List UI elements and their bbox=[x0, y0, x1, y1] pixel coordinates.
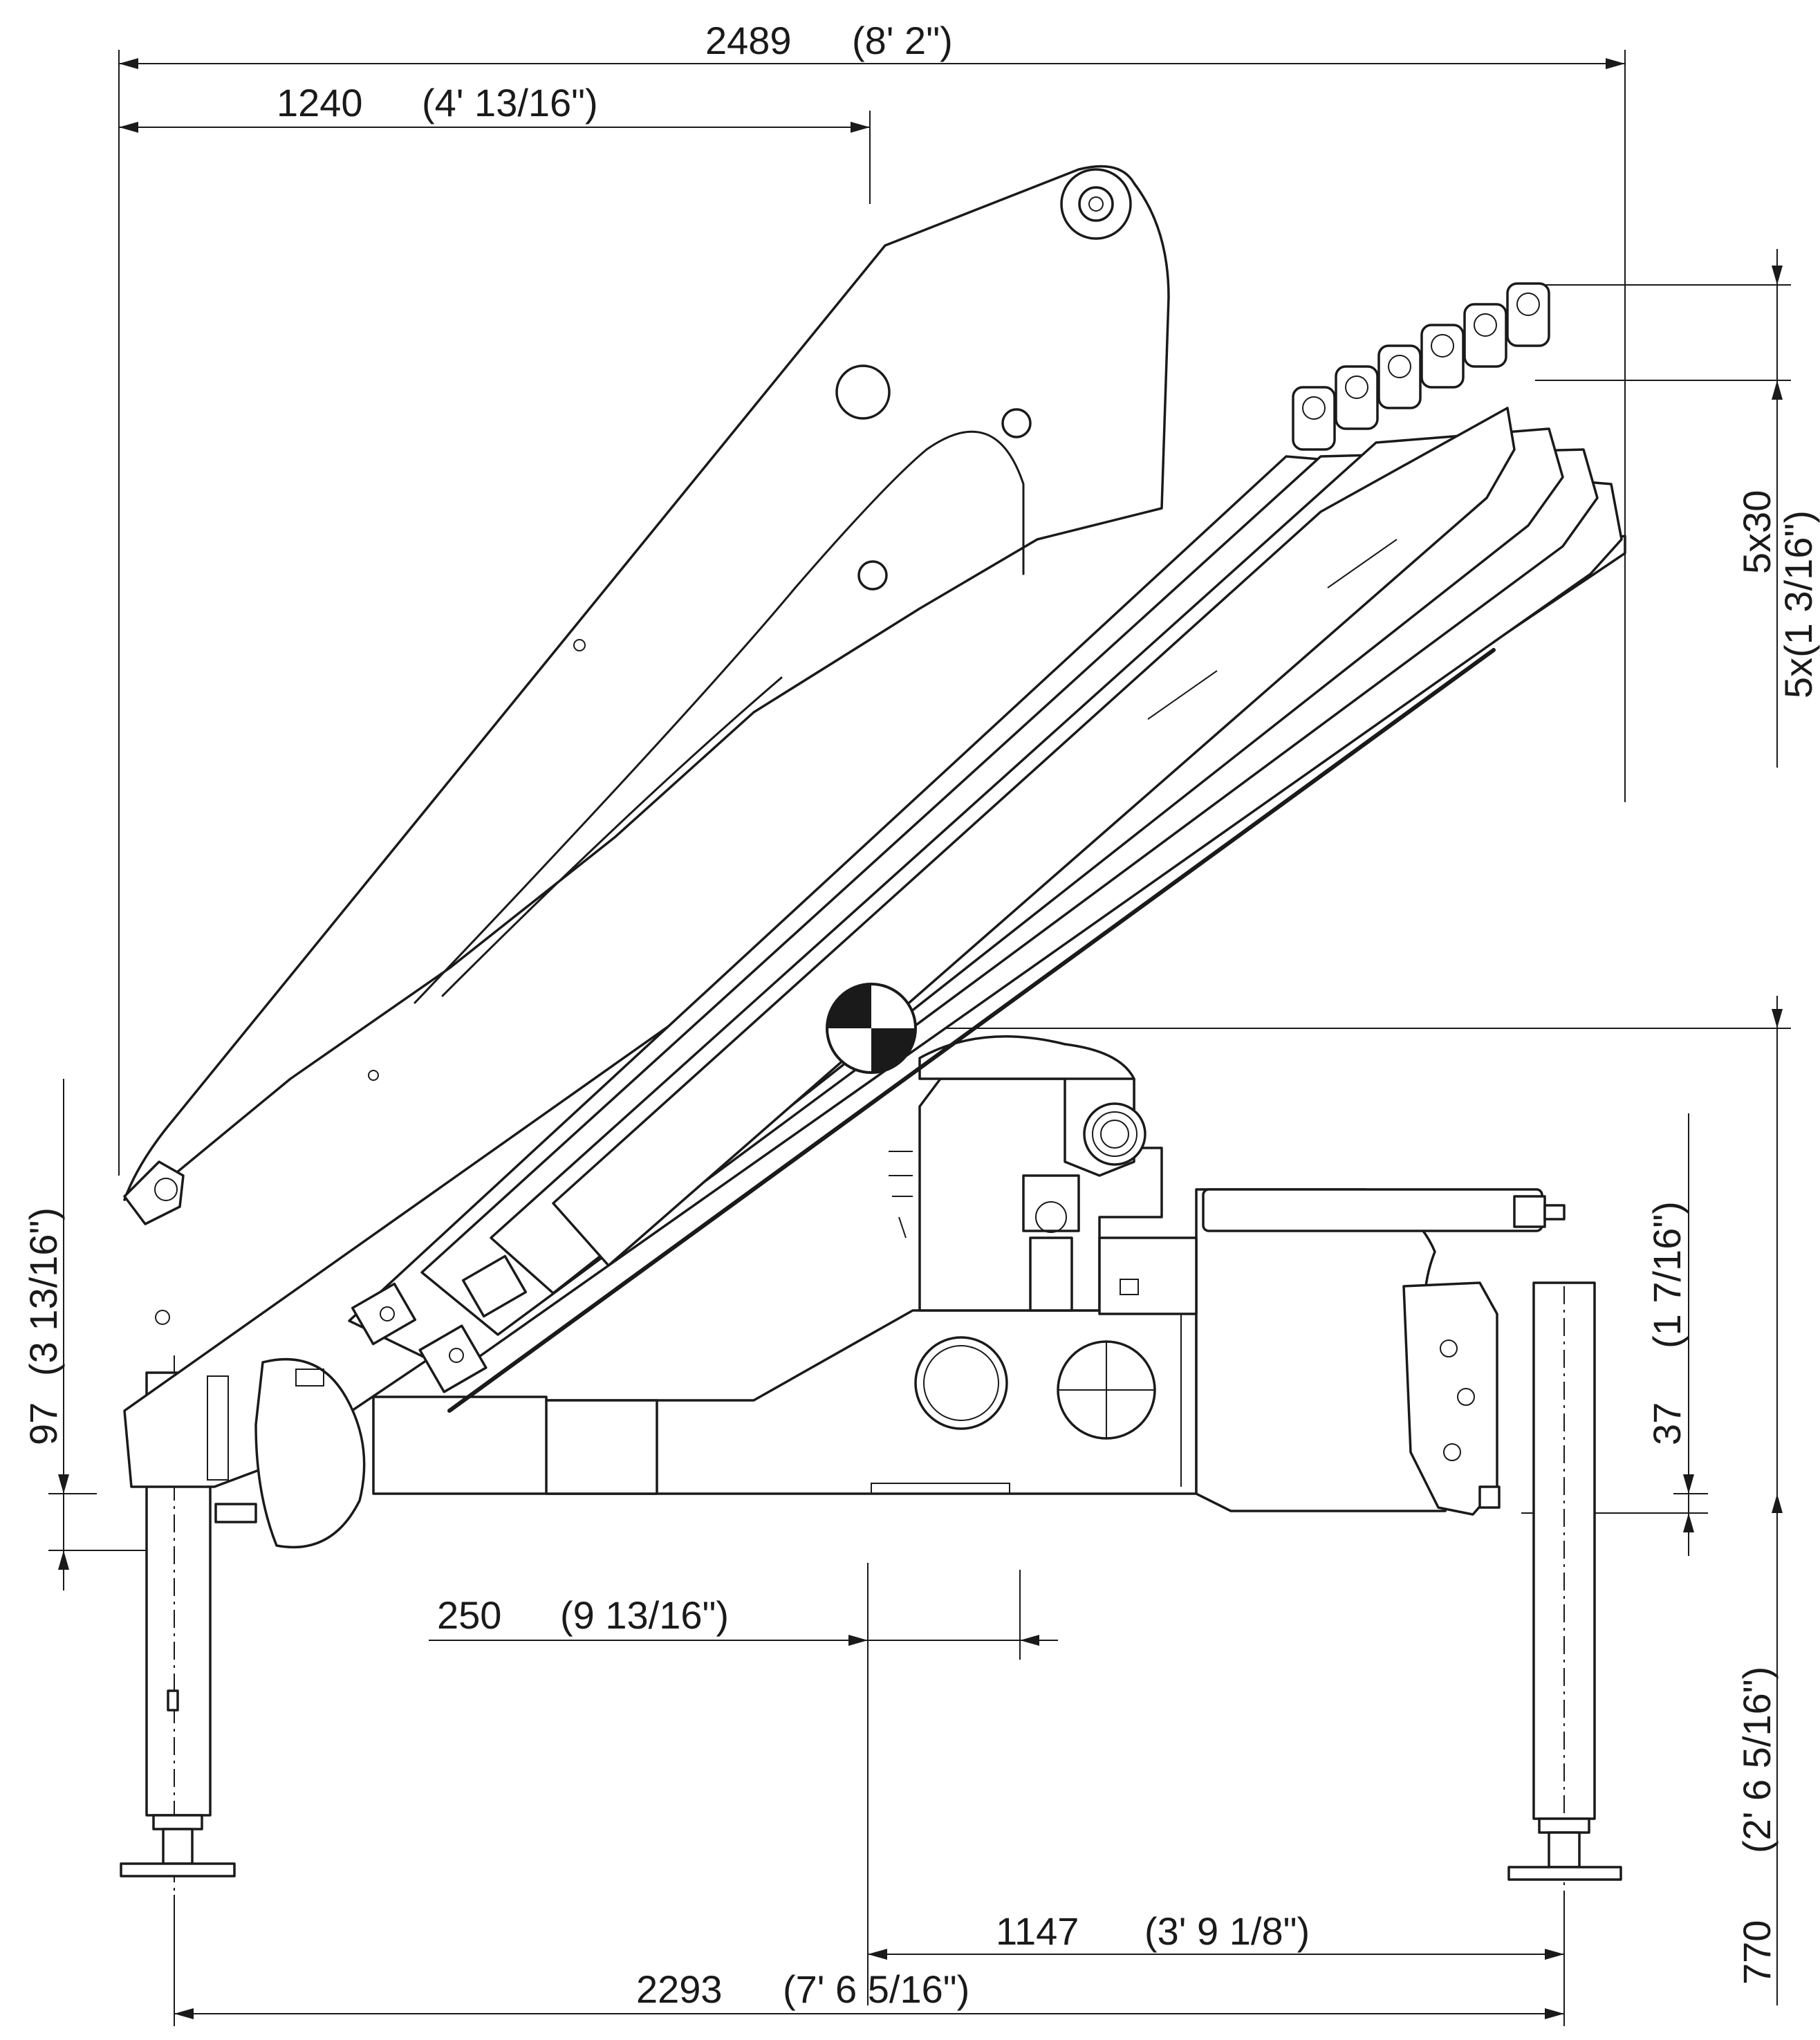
overall-width-mm: 2489 bbox=[705, 19, 792, 62]
dimension-base-height: 770 (2' 6 5/16") bbox=[878, 996, 1791, 2005]
boom-offset-imperial: (4' 13/16") bbox=[422, 81, 598, 124]
boom-offset-mm: 1240 bbox=[277, 81, 363, 124]
rear-span-imperial: (3' 9 1/8") bbox=[1144, 1909, 1310, 1953]
left-drop-imperial: (3 13/16") bbox=[21, 1207, 65, 1376]
right-stabilizer-leg bbox=[1507, 1281, 1622, 1909]
right-drop-mm: 37 bbox=[1645, 1402, 1689, 1445]
dimension-boom-offset: 1240 (4' 13/16") bbox=[119, 81, 871, 204]
extension-step-mm: 5x30 bbox=[1735, 490, 1779, 574]
base-height-mm: 770 bbox=[1735, 1920, 1779, 1985]
boom-tip-plates bbox=[1292, 282, 1550, 451]
dimension-column-offset: 250 (9 13/16") bbox=[429, 1563, 1058, 2005]
inner-boom-arm bbox=[123, 165, 1170, 1325]
leg-span-mm: 2293 bbox=[636, 1967, 723, 2011]
column-offset-mm: 250 bbox=[437, 1593, 501, 1637]
base-height-imperial: (2' 6 5/16") bbox=[1735, 1667, 1779, 1853]
left-drop-mm: 97 bbox=[21, 1402, 65, 1445]
right-drop-imperial: (1 7/16") bbox=[1645, 1201, 1689, 1348]
rear-span-mm: 1147 bbox=[996, 1909, 1079, 1953]
leg-span-imperial: (7' 6 5/16") bbox=[783, 1967, 969, 2011]
left-boom-support bbox=[207, 1357, 366, 1549]
overall-width-imperial: (8' 2") bbox=[852, 19, 953, 62]
extension-step-imperial: 5x(1 3/16") bbox=[1776, 510, 1820, 698]
dimension-leg-span: 2293 (7' 6 5/16") bbox=[174, 1895, 1565, 2026]
dimension-rear-span: 1147 (3' 9 1/8") bbox=[868, 1909, 1564, 1960]
crane-column bbox=[889, 1035, 1198, 1315]
column-offset-imperial: (9 13/16") bbox=[560, 1593, 729, 1637]
dimension-right-drop: 37 (1 7/16") bbox=[1521, 1113, 1708, 1556]
dimension-extension-step: 5x30 5x(1 3/16") bbox=[1535, 249, 1820, 768]
center-of-gravity-symbol bbox=[826, 983, 917, 1074]
dimension-overall-width: 2489 (8' 2") bbox=[118, 19, 1626, 1176]
crane-base-frame bbox=[372, 1188, 1566, 1516]
